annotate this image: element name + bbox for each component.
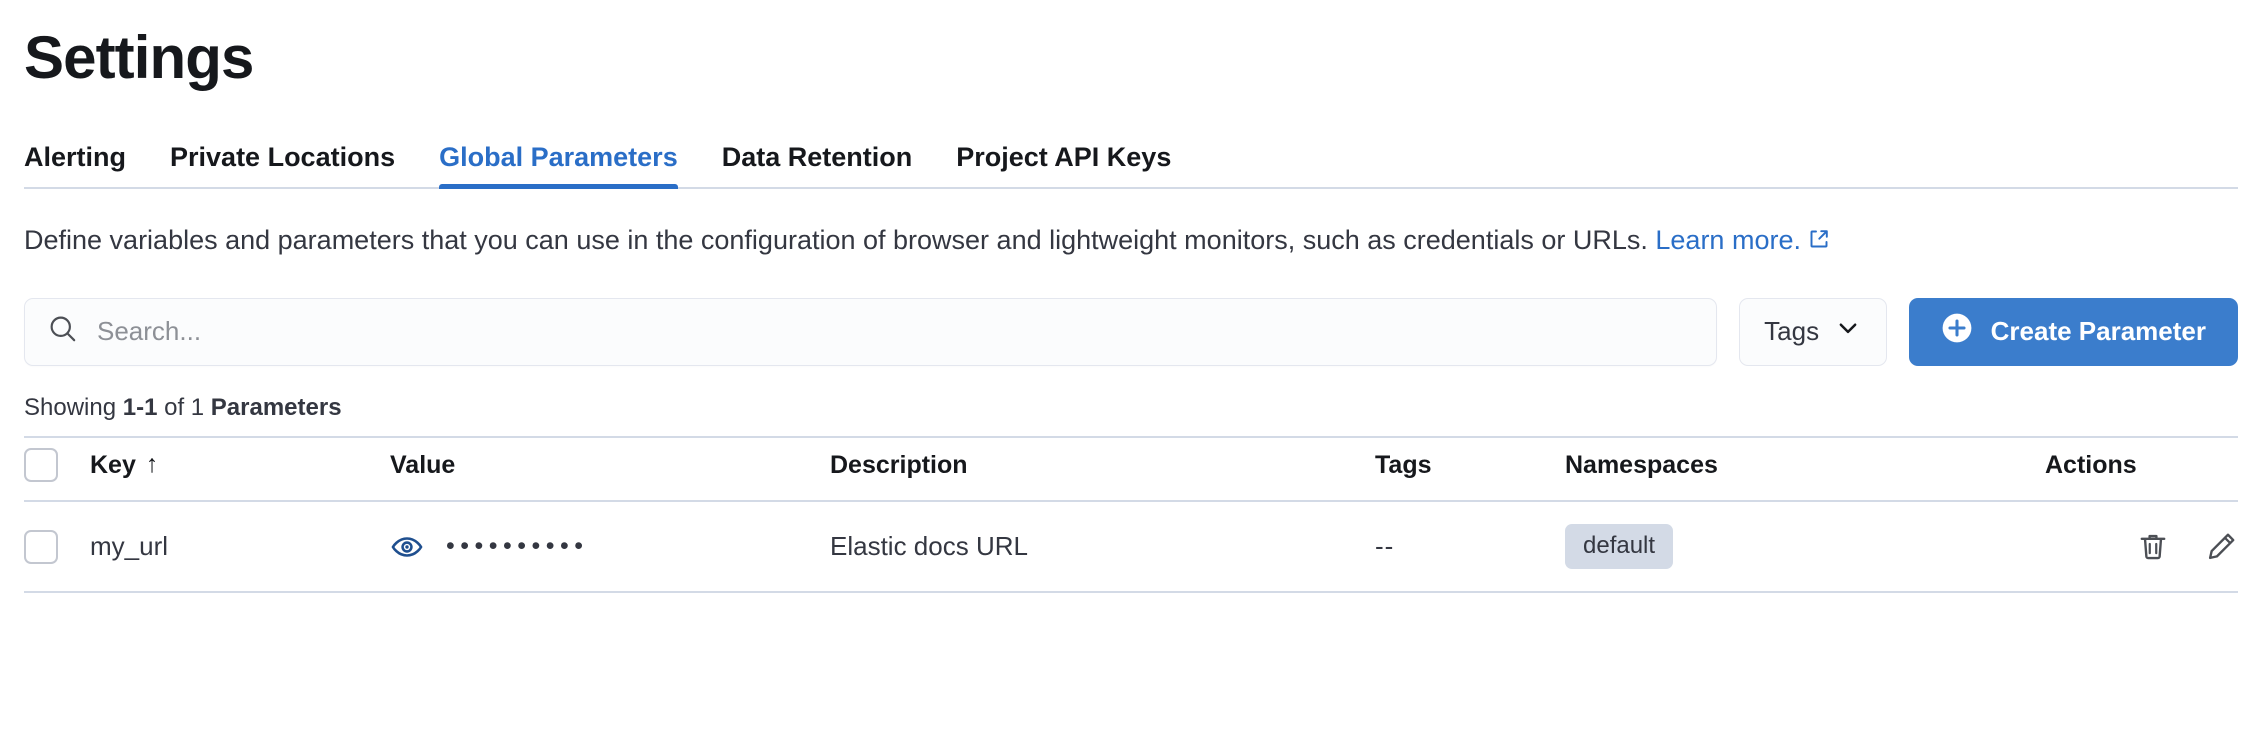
column-key[interactable]: Key ↑ [90, 436, 390, 503]
column-select [24, 436, 90, 503]
row-select-cell [24, 501, 90, 594]
page-description: Define variables and parameters that you… [24, 221, 2204, 261]
cell-value: •••••••••• [390, 501, 830, 594]
tags-filter-button[interactable]: Tags [1738, 297, 1887, 366]
summary-entity: Parameters [210, 393, 342, 421]
tab-global-parameters[interactable]: Global Parameters [439, 141, 678, 190]
tags-empty-value: -- [1375, 531, 1395, 562]
tab-data-retention[interactable]: Data Retention [721, 141, 913, 172]
cell-actions [2045, 501, 2238, 594]
summary-middle: of 1 [157, 393, 211, 421]
pencil-icon[interactable] [2204, 530, 2238, 564]
table-row: my_url •••••••••• Elastic docs URL -- de… [24, 501, 2238, 594]
column-actions: Actions [2045, 436, 2238, 503]
cell-description: Elastic docs URL [830, 501, 1375, 594]
column-value: Value [390, 436, 830, 503]
masked-value: •••••••••• [446, 532, 589, 561]
select-all-checkbox[interactable] [24, 448, 58, 483]
search-input[interactable] [97, 316, 1694, 348]
tab-private-locations[interactable]: Private Locations [170, 141, 396, 172]
cell-key: my_url [90, 501, 390, 594]
arrow-up-icon: ↑ [145, 450, 159, 479]
create-parameter-button[interactable]: Create Parameter [1908, 297, 2238, 366]
learn-more-label: Learn more. [1655, 225, 1801, 256]
tags-filter-label: Tags [1764, 316, 1820, 347]
parameters-table: Key ↑ Value Description Tags Namespaces A… [24, 436, 2238, 594]
column-namespaces: Namespaces [1565, 436, 2045, 503]
create-parameter-label: Create Parameter [1990, 316, 2206, 347]
search-box[interactable] [24, 297, 1717, 366]
table-header-row: Key ↑ Value Description Tags Namespaces A… [24, 436, 2238, 503]
results-summary: Showing 1-1 of 1 Parameters [24, 394, 2238, 423]
summary-range: 1-1 [122, 393, 158, 421]
external-link-icon [1807, 223, 1831, 261]
table-body: my_url •••••••••• Elastic docs URL -- de… [24, 501, 2238, 594]
summary-prefix: Showing [24, 393, 123, 421]
row-checkbox[interactable] [24, 529, 58, 564]
learn-more-link[interactable]: Learn more. [1655, 225, 1831, 255]
cell-namespaces: default [1565, 501, 2045, 594]
column-tags: Tags [1375, 436, 1565, 503]
toolbar: Tags Create Parameter [24, 297, 2238, 366]
page-title: Settings [24, 24, 254, 91]
description-text: Define variables and parameters that you… [24, 225, 1648, 256]
trash-icon[interactable] [2136, 530, 2170, 564]
settings-tabs: Alerting Private Locations Global Parame… [24, 127, 2238, 190]
namespace-badge: default [1565, 524, 1674, 570]
table-head: Key ↑ Value Description Tags Namespaces A… [24, 436, 2238, 503]
cell-tags: -- [1375, 501, 1565, 594]
plus-circle-icon [1941, 312, 1973, 351]
eye-icon[interactable] [390, 530, 424, 564]
tab-project-api-keys[interactable]: Project API Keys [956, 141, 1172, 172]
chevron-down-icon [1835, 315, 1861, 348]
search-icon [47, 313, 79, 350]
column-description: Description [830, 436, 1375, 503]
column-key-label: Key [90, 451, 136, 480]
tab-alerting[interactable]: Alerting [24, 141, 127, 172]
